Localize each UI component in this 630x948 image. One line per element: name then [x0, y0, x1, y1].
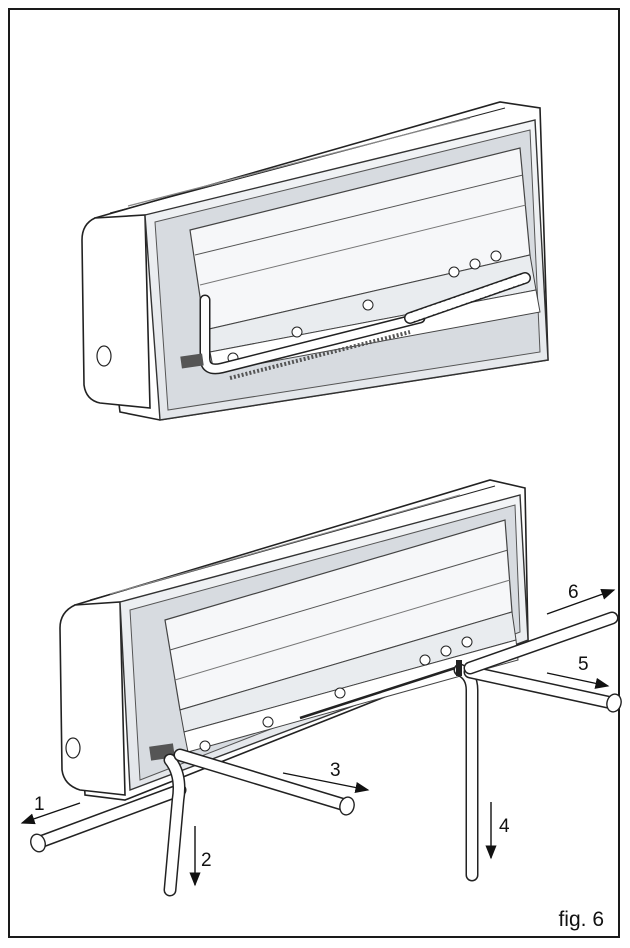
- figure-caption: fig. 6: [558, 908, 604, 931]
- arrow-5: [546, 672, 610, 689]
- arrow-3: [282, 772, 370, 794]
- label-4: 4: [499, 816, 510, 837]
- direction-arrows: [20, 588, 616, 887]
- label-3: 3: [330, 760, 341, 781]
- indoor-unit-bottom: [59, 479, 529, 801]
- label-6: 6: [568, 582, 579, 603]
- indoor-unit-top: [81, 101, 549, 421]
- label-5: 5: [578, 654, 589, 675]
- label-2: 2: [201, 850, 212, 871]
- pipe-routes: [30, 611, 622, 897]
- direction-labels: 1 2 3 4 5 6: [34, 582, 589, 871]
- arrow-6: [546, 588, 616, 615]
- arrow-1: [20, 802, 81, 825]
- label-1: 1: [34, 794, 45, 815]
